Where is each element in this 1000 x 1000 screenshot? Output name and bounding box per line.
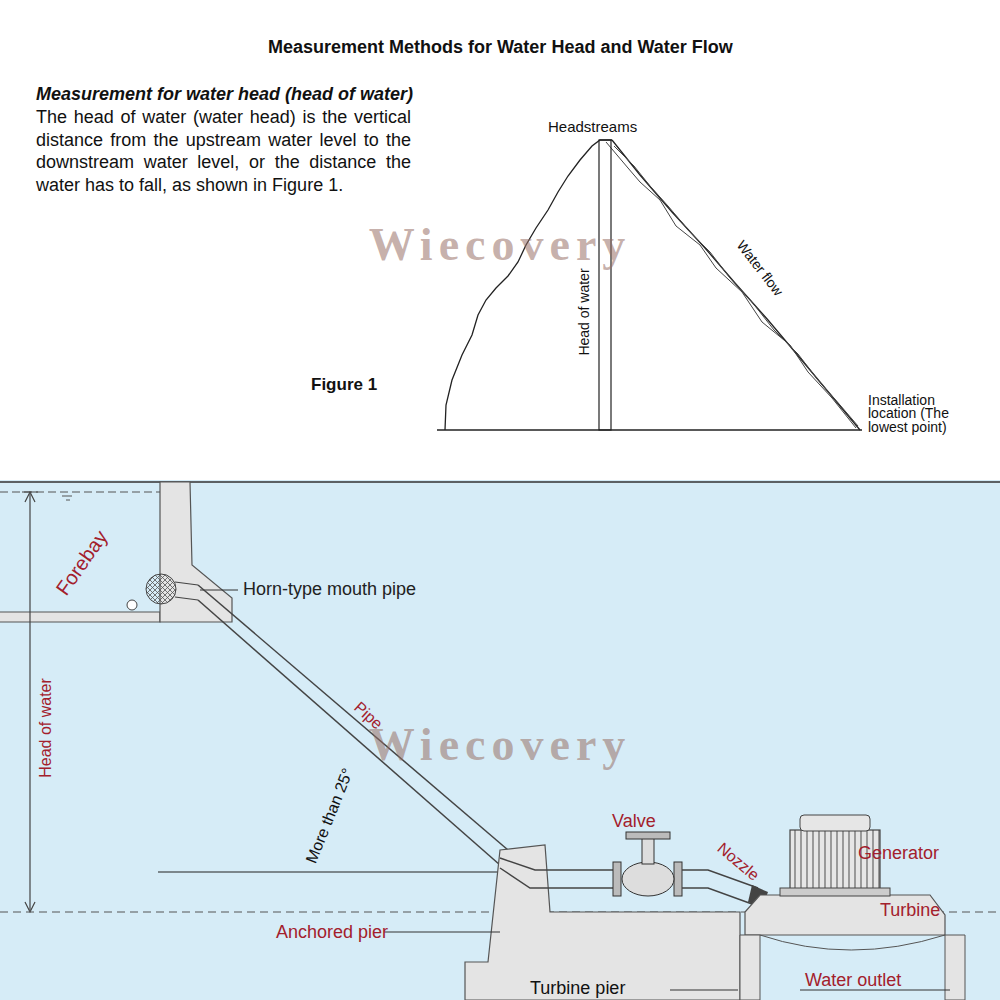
watermark: Wiecovery bbox=[369, 219, 632, 272]
part-label: Turbine pier bbox=[530, 978, 625, 999]
paragraph: The head of water (water head) is the ve… bbox=[36, 106, 411, 196]
watermark: Wiecovery bbox=[369, 719, 632, 772]
part-label: Valve bbox=[612, 811, 656, 832]
part-label: Generator bbox=[858, 843, 939, 864]
location-label: Installation location (The lowest point) bbox=[868, 394, 973, 434]
figure-caption: Figure 1 bbox=[311, 375, 377, 395]
title: Measurement Methods for Water Head and W… bbox=[268, 37, 733, 58]
dimension-label: Head of water bbox=[37, 678, 55, 778]
figure-label: Headstreams bbox=[548, 118, 637, 135]
part-label: Turbine bbox=[880, 900, 940, 921]
part-label: Water outlet bbox=[805, 970, 901, 991]
subheading: Measurement for water head (head of wate… bbox=[36, 84, 413, 105]
dimension-label: Head of water bbox=[576, 268, 592, 355]
part-label: Anchored pier bbox=[276, 922, 388, 943]
part-label: Horn-type mouth pipe bbox=[243, 579, 416, 600]
